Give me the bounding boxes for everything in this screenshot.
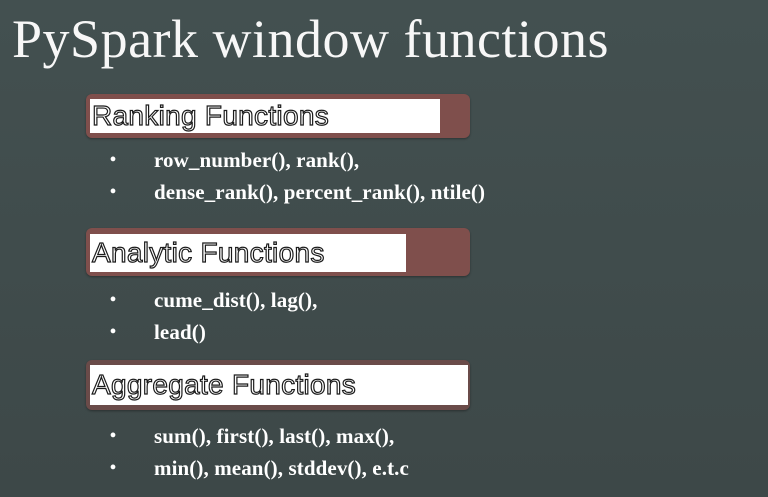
section-ranking: Ranking Functions • row_number(), rank()… [86,94,485,204]
list-item: • sum(), first(), last(), max(), [86,420,470,452]
list-item-text: min(), mean(), stddev(), e.t.c [154,455,409,480]
slide-title: PySpark window functions [12,9,609,69]
bullet-icon: • [109,320,117,343]
list-item: • dense_rank(), percent_rank(), ntile() [86,176,485,208]
section-header-analytic: Analytic Functions [86,228,470,276]
section-items-analytic: • cume_dist(), lag(), • lead() [86,284,470,348]
section-header-label: Aggregate Functions [91,368,357,400]
list-item: • cume_dist(), lag(), [86,284,470,316]
section-analytic: Analytic Functions • cume_dist(), lag(),… [86,228,470,344]
section-header-label-box: Ranking Functions [90,99,440,133]
section-header-ranking: Ranking Functions [86,94,470,138]
list-item-text: row_number(), rank(), [154,147,360,172]
list-item: • row_number(), rank(), [86,144,470,176]
section-header-label-box: Analytic Functions [90,234,406,272]
list-item: • lead() [86,316,470,348]
bullet-icon: • [109,288,117,311]
list-item-text: lead() [154,319,206,344]
bullet-icon: • [109,424,117,447]
list-item: • min(), mean(), stddev(), e.t.c [86,452,470,484]
bullet-icon: • [109,456,117,479]
list-item-text: cume_dist(), lag(), [154,287,318,312]
list-item-text: dense_rank(), percent_rank(), ntile() [154,179,486,204]
list-item-text: sum(), first(), last(), max(), [154,423,395,448]
section-header-label-box: Aggregate Functions [90,365,468,405]
section-header-label: Analytic Functions [91,236,325,268]
section-aggregate: Aggregate Functions • sum(), first(), la… [86,360,470,480]
bullet-icon: • [109,180,117,203]
section-header-aggregate: Aggregate Functions [86,360,470,410]
section-items-aggregate: • sum(), first(), last(), max(), • min()… [86,420,470,484]
section-header-label: Ranking Functions [91,99,330,131]
section-items-ranking: • row_number(), rank(), • dense_rank(), … [86,144,485,208]
bullet-icon: • [109,148,117,171]
